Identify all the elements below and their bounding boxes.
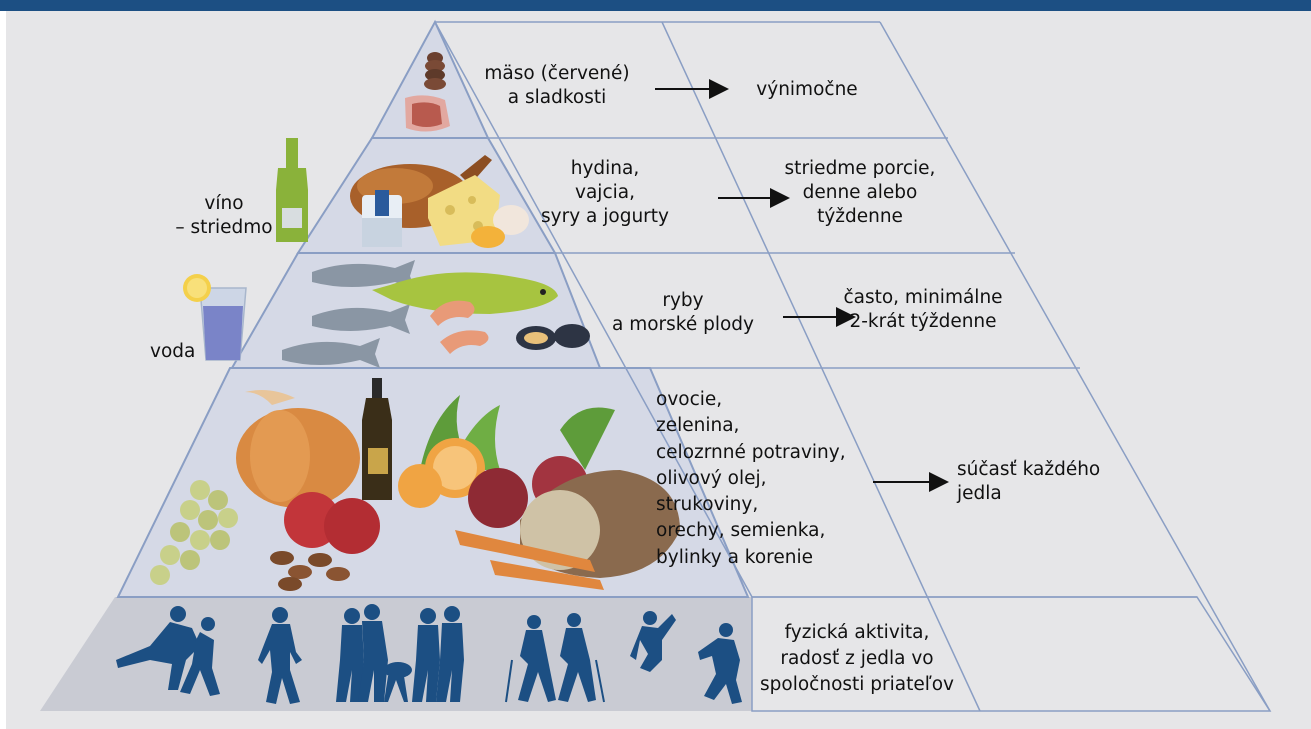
level-1-food-label: mäso (červené) a sladkosti [472,62,642,110]
water-label: voda [150,340,210,364]
level-1-frequency-label: výnimočne [742,78,872,102]
level-3-food-label: ryby a morské plody [588,289,778,337]
wine-label: víno – striedmo [164,192,284,240]
level-3-frequency-label: často, minimálne 2-krát týždenne [818,286,1028,334]
level-2-frequency-label: striedme porcie, denne alebo týždenne [775,157,945,229]
activity-label: fyzická aktivita, radosť z jedla vo spol… [757,620,957,698]
level-4-food-label: ovocie, zelenina, celozrnné potraviny, o… [656,387,916,571]
level-2-food-label: hydina, vajcia, syry a jogurty [505,157,705,229]
level-4-frequency-label: súčasť každého jedla [957,458,1127,506]
yogurt-icon [362,190,402,247]
